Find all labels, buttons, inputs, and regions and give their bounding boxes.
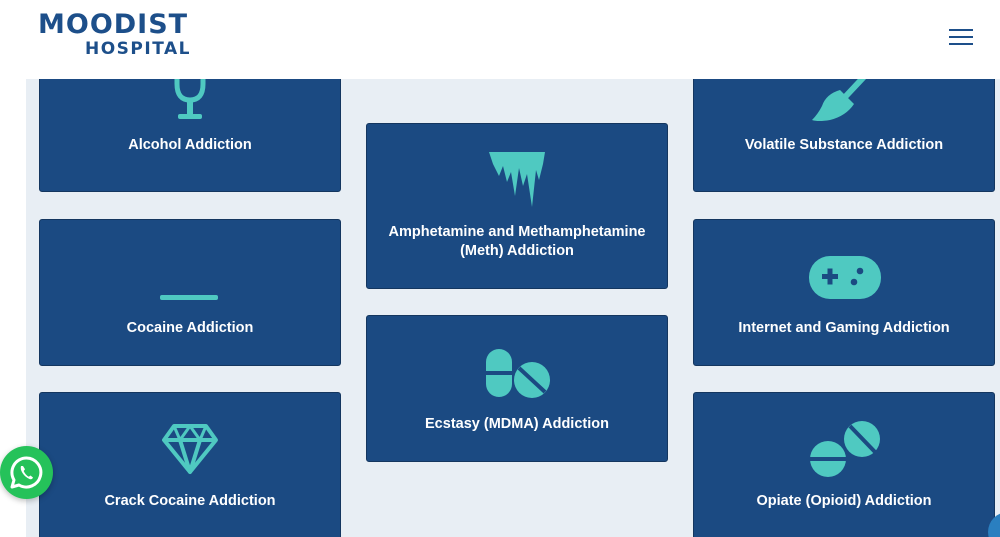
card-label: Crack Cocaine Addiction — [104, 493, 276, 509]
hamburger-menu-icon[interactable] — [949, 26, 975, 48]
card-label: Ecstasy (MDMA) Addiction — [425, 416, 609, 432]
card-label: Alcohol Addiction — [128, 137, 252, 153]
card-amphetamine-addiction[interactable]: Amphetamine and Methamphetamine (Meth) A… — [366, 123, 668, 289]
moodist-logo[interactable]: MOODIST HOSPITAL — [38, 9, 191, 62]
line-icon — [160, 295, 218, 300]
card-label: Volatile Substance Addiction — [744, 137, 944, 153]
logo-text-moodist: MOODIST — [38, 9, 189, 40]
wine-glass-icon — [174, 79, 206, 119]
card-opiate-addiction[interactable]: Opiate (Opioid) Addiction — [693, 392, 995, 537]
ice-crystal-icon — [489, 152, 545, 207]
card-label: Opiate (Opioid) Addiction — [756, 493, 932, 509]
whatsapp-chat-button[interactable] — [0, 446, 53, 499]
card-alcohol-addiction[interactable]: Alcohol Addiction — [39, 79, 341, 192]
card-crack-cocaine-addiction[interactable]: Crack Cocaine Addiction — [39, 392, 341, 537]
addiction-types-section: Alcohol Addiction Cocaine Addiction Crac… — [26, 79, 1000, 537]
card-label: Amphetamine and Methamphetamine (Meth) A… — [388, 224, 646, 259]
brush-icon — [812, 79, 867, 121]
card-label: Internet and Gaming Addiction — [738, 320, 950, 336]
site-header: MOODIST HOSPITAL — [0, 0, 1000, 79]
whatsapp-icon — [10, 456, 43, 489]
logo-text-hospital: HOSPITAL — [85, 39, 191, 59]
card-volatile-substance-addiction[interactable]: Volatile Substance Addiction — [693, 79, 995, 192]
card-label: Cocaine Addiction — [126, 320, 254, 336]
card-ecstasy-addiction[interactable]: Ecstasy (MDMA) Addiction — [366, 315, 668, 462]
tablets-icon — [810, 421, 880, 477]
card-cocaine-addiction[interactable]: Cocaine Addiction — [39, 219, 341, 366]
pills-icon — [486, 349, 550, 398]
gamepad-icon — [809, 256, 881, 299]
diamond-icon — [162, 424, 218, 474]
card-internet-gaming-addiction[interactable]: Internet and Gaming Addiction — [693, 219, 995, 366]
